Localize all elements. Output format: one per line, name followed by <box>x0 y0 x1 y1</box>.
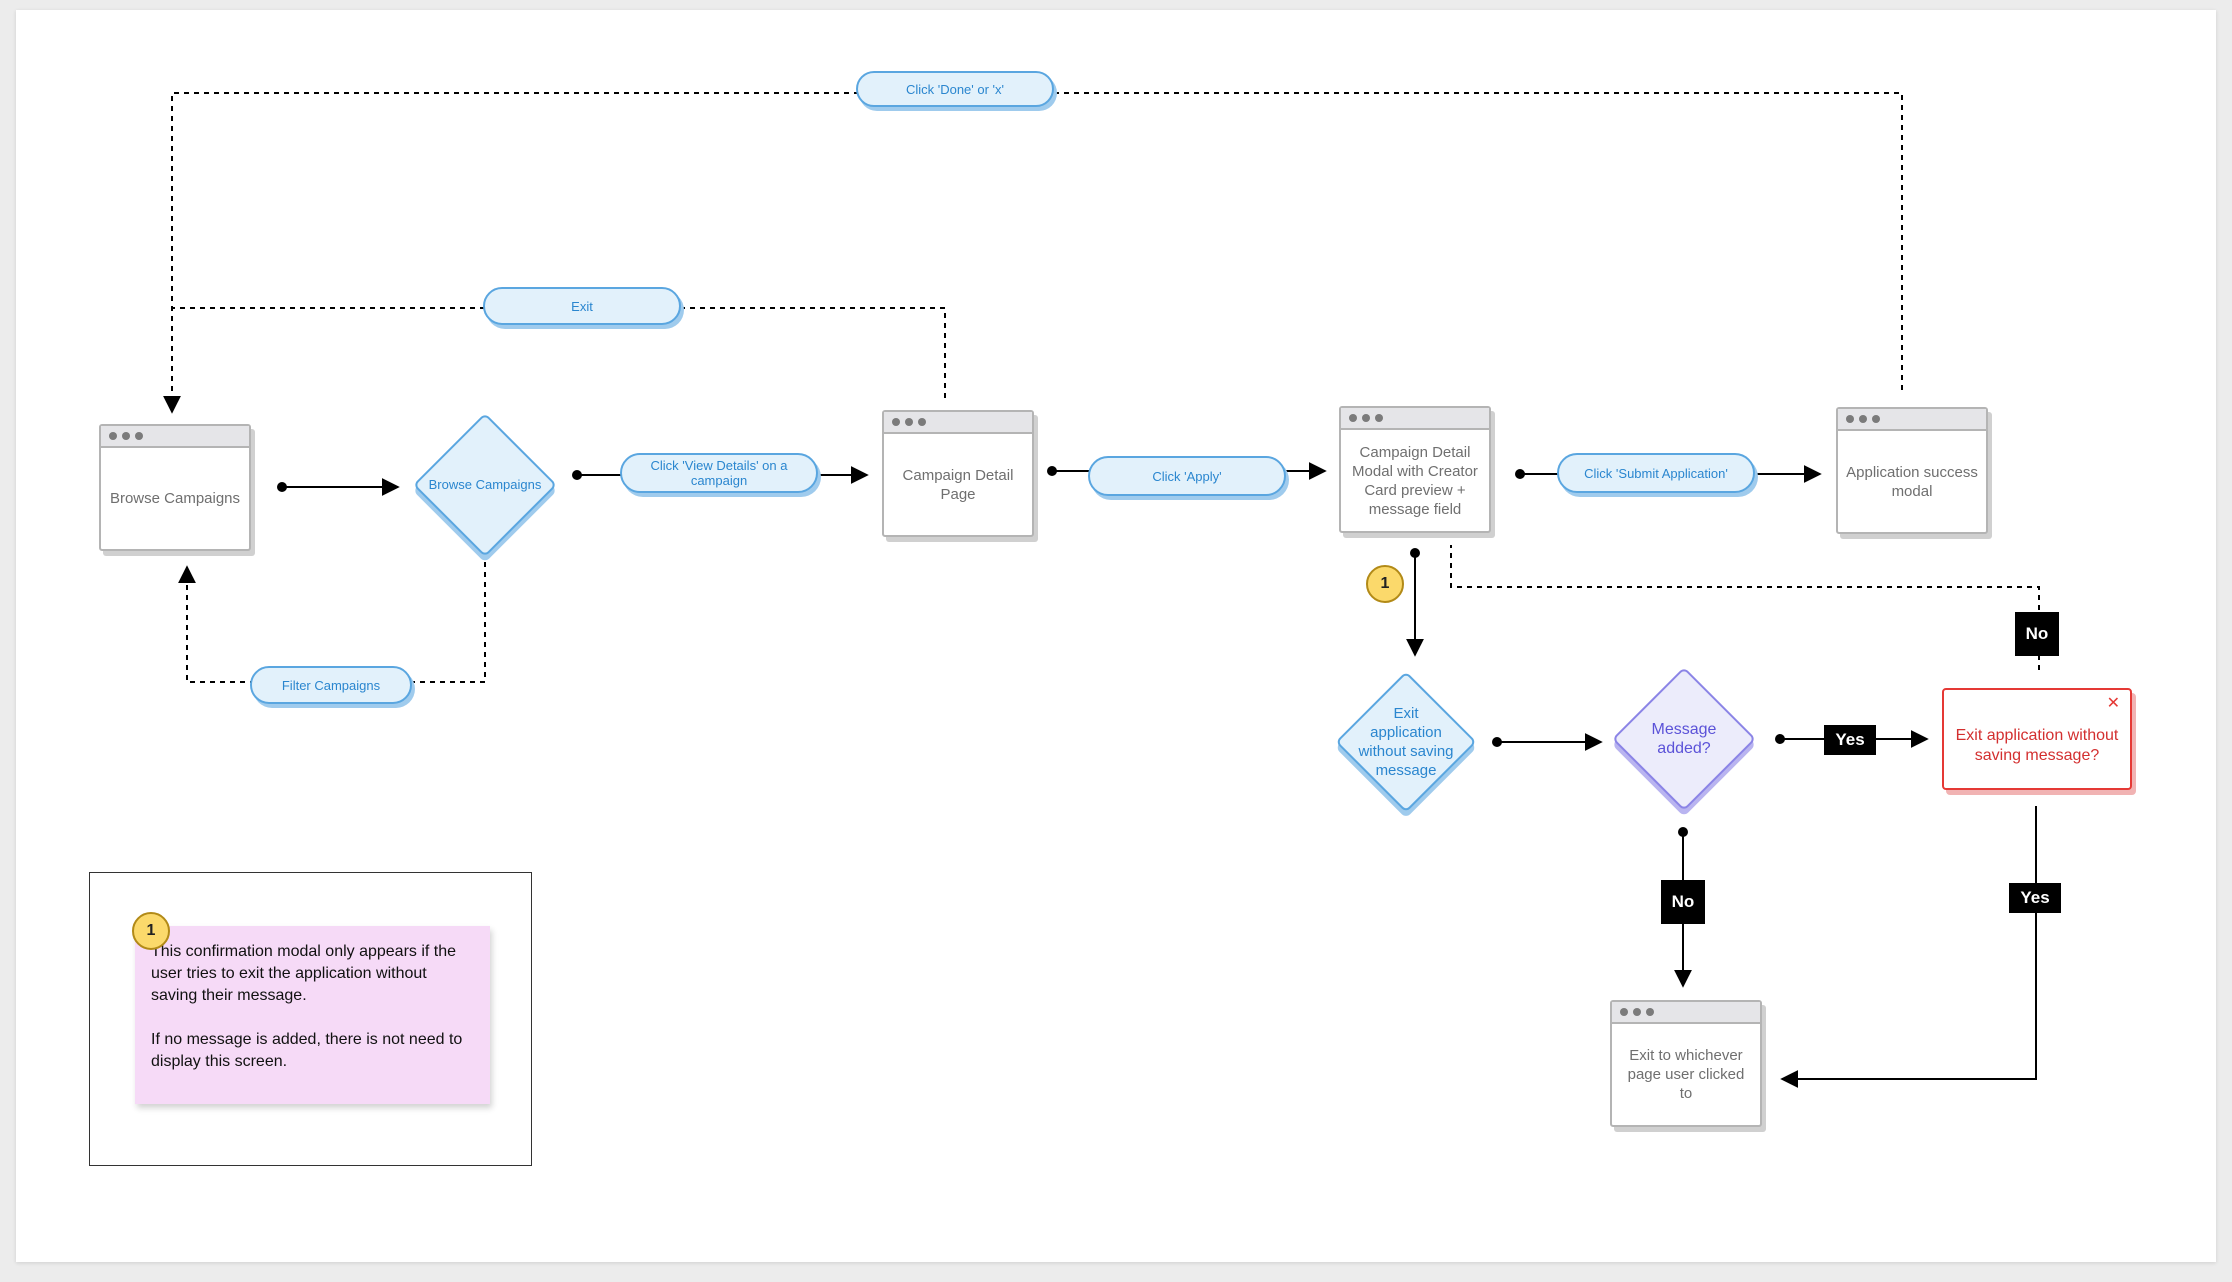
exit-whichever-label: Exit to whichever page user clicked to <box>1627 1047 1745 1102</box>
view-details-pill: Click 'View Details' on a campaign <box>620 453 818 493</box>
browse-campaigns-label: Browse Campaigns <box>109 490 241 507</box>
step-badge: 1 <box>1366 565 1404 603</box>
close-icon[interactable]: ✕ <box>2106 695 2120 712</box>
edge-confirm-yes <box>1780 806 2037 1088</box>
exit-confirmation-text: Exit application without saving message? <box>1955 727 2119 764</box>
campaign-detail-page-screen: Campaign Detail Page <box>882 410 1034 537</box>
exit-whichever-screen: Exit to whichever page user clicked to <box>1610 1000 1762 1127</box>
window-dots-icon <box>884 412 1032 434</box>
sticky-note: This confirmation modal only appears if … <box>135 926 490 1104</box>
filter-campaigns-pill: Filter Campaigns <box>250 666 412 704</box>
exit-decision-label: Exit application without saving message <box>1358 705 1454 779</box>
note-paragraph-2: If no message is added, there is not nee… <box>151 1031 463 1070</box>
note-badge: 1 <box>132 912 170 950</box>
window-dots-icon <box>1612 1002 1760 1024</box>
application-success-screen: Application success modal <box>1836 407 1988 534</box>
no-tag: No <box>2015 612 2059 656</box>
exit-confirmation-modal: ✕ Exit application without saving messag… <box>1942 688 2132 790</box>
message-added-label: Message added? <box>1651 721 1717 757</box>
done-loop-line <box>163 92 1903 414</box>
note-paragraph-1: This confirmation modal only appears if … <box>151 943 457 1004</box>
browse-campaigns-screen: Browse Campaigns <box>99 424 251 551</box>
exit-pill: Exit <box>483 287 681 325</box>
window-dots-icon <box>1838 409 1986 431</box>
no-loop-line <box>1450 545 2040 670</box>
application-success-label: Application success modal <box>1846 463 1978 500</box>
browse-decision-label: Browse Campaigns <box>428 477 542 492</box>
click-done-pill: Click 'Done' or 'x' <box>856 71 1054 107</box>
filter-loop-line <box>178 562 486 683</box>
window-dots-icon <box>1341 408 1489 430</box>
submit-application-pill: Click 'Submit Application' <box>1557 453 1755 493</box>
campaign-detail-modal-label: Campaign Detail Modal with Creator Card … <box>1352 443 1478 518</box>
yes-tag: Yes <box>1824 725 1876 755</box>
yes-tag: Yes <box>2009 883 2061 913</box>
campaign-detail-page-label: Campaign Detail Page <box>902 466 1014 503</box>
exit-loop-line <box>172 307 946 398</box>
window-dots-icon <box>101 426 249 448</box>
campaign-detail-modal-screen: Campaign Detail Modal with Creator Card … <box>1339 406 1491 533</box>
no-tag: No <box>1661 880 1705 924</box>
click-apply-pill: Click 'Apply' <box>1088 456 1286 496</box>
